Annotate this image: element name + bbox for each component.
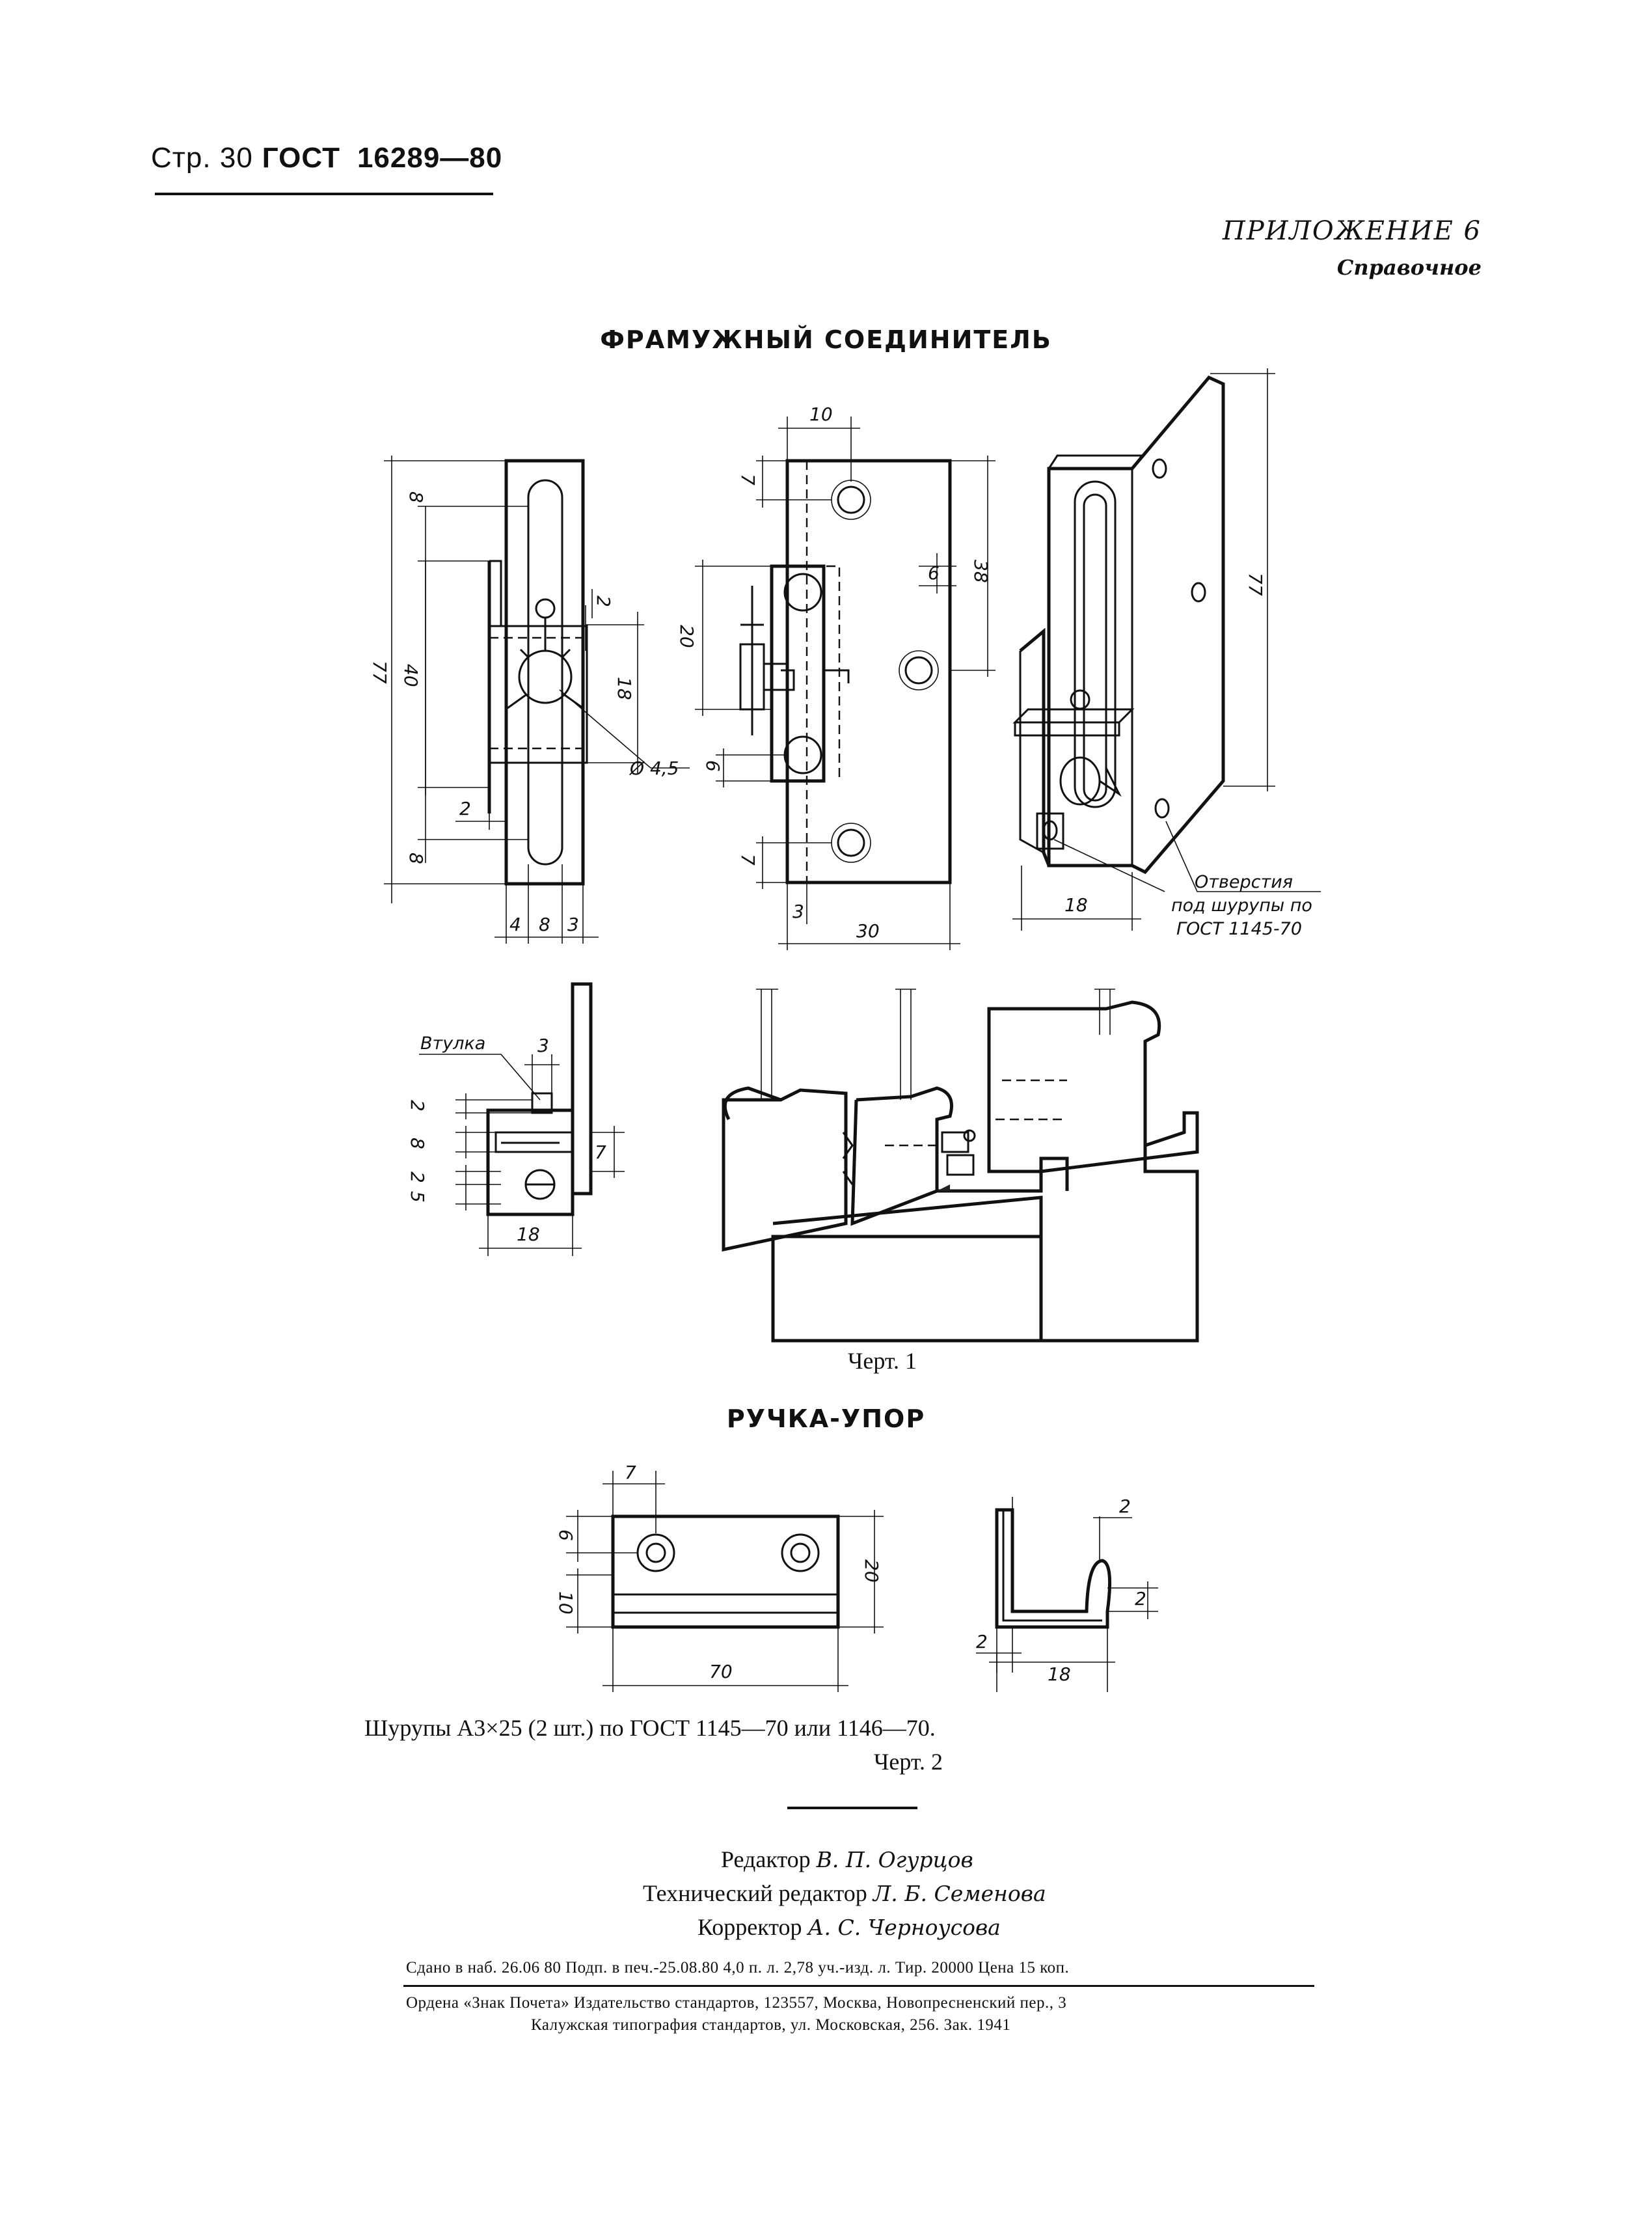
dim-handle-20: 20: [861, 1559, 882, 1583]
dim-handle-10: 10: [555, 1591, 576, 1615]
imprint-line3: Калужская типография стандартов, ул. Мос…: [531, 2016, 1011, 2034]
dim-handle-side-18: 18: [1048, 1663, 1071, 1685]
dim-handle-70: 70: [709, 1661, 733, 1682]
credits-divider: [787, 1807, 917, 1809]
dim-front-3: 3: [567, 914, 579, 935]
drawing-handle-stop: 7 6 10 20 70 2 2 2 18: [555, 1462, 1158, 1692]
credit-editor-name: В. П. Огурцов: [816, 1847, 973, 1872]
handle-side-view: 2 2 2 18: [976, 1496, 1158, 1692]
dim-iso-18: 18: [1064, 894, 1088, 916]
drawing-transom-connector: 8 40 77 2 18 Ø 4,5 2 8 4 8 3 10 7 6 38: [369, 368, 1321, 1343]
dim-detail-7: 7: [595, 1142, 606, 1163]
page-number: Стр. 30: [151, 142, 253, 174]
credit-tech-role: Технический редактор: [643, 1880, 867, 1906]
drawing1-caption: Черт. 1: [848, 1348, 917, 1374]
dim-side-30: 30: [856, 920, 880, 942]
dim-front-2: 2: [593, 595, 614, 607]
dim-detail-2b: 2: [407, 1171, 428, 1183]
credit-editor: Редактор В. П. Огурцов: [721, 1846, 973, 1873]
dim-front-18: 18: [614, 677, 635, 700]
dim-handle-7: 7: [625, 1462, 636, 1483]
front-view: 8 40 77 2 18 Ø 4,5 2 8 4 8 3: [369, 456, 690, 944]
dim-side-6-left: 6: [702, 760, 724, 772]
window-section-view: [722, 989, 1199, 1343]
standard-number: 16289—80: [357, 142, 503, 174]
dim-front-8-top: 8: [405, 491, 427, 503]
dim-front-dia: Ø 4,5: [629, 758, 679, 779]
dim-handle-side-2-left: 2: [976, 1631, 988, 1652]
dim-detail-2: 2: [407, 1100, 428, 1112]
credit-proofreader: Корректор А. С. Черноусова: [697, 1913, 1001, 1941]
holes-note-line1: Отверстия: [1195, 872, 1293, 892]
dim-front-8-bottom: 8: [405, 853, 427, 864]
dim-front-2-low: 2: [459, 798, 471, 819]
dim-front-77: 77: [369, 661, 390, 684]
screws-note: Шурупы А3×25 (2 шт.) по ГОСТ 1145—70 или…: [364, 1715, 936, 1741]
dim-detail-8: 8: [407, 1138, 428, 1149]
dim-front-8-width: 8: [539, 914, 550, 935]
standard-label: ГОСТ: [262, 142, 340, 174]
dim-side-10: 10: [809, 403, 833, 425]
handle-front-view: 7 6 10 20 70: [555, 1462, 884, 1692]
holes-note-line2: под шурупы по: [1171, 896, 1312, 916]
section2-title: РУЧКА-УПОР: [726, 1404, 926, 1433]
credit-proof-role: Корректор: [697, 1914, 802, 1940]
credit-tech-editor: Технический редактор Л. Б. Семенова: [643, 1880, 1046, 1907]
side-view: 10 7 6 38 20 6 7 3 30: [676, 403, 995, 950]
credit-tech-name: Л. Б. Семенова: [873, 1881, 1046, 1906]
isometric-view: 77 18 Отверстия под шурупы по ГОСТ 1145-…: [1012, 368, 1321, 939]
appendix-type: Справочное: [1336, 255, 1482, 280]
section1-title: ФРАМУЖНЫЙ СОЕДИНИТЕЛЬ: [600, 325, 1052, 354]
drawing2-caption: Черт. 2: [874, 1749, 943, 1775]
imprint-line1: Сдано в наб. 26.06 80 Подп. в печ.-25.08…: [406, 1959, 1070, 1976]
dim-detail-5: 5: [407, 1191, 428, 1203]
credit-proof-name: А. С. Черноусова: [807, 1915, 1001, 1940]
dim-handle-side-2-right: 2: [1135, 1588, 1146, 1609]
dim-front-4: 4: [509, 914, 521, 935]
dim-handle-side-2-top: 2: [1119, 1496, 1131, 1517]
credit-editor-role: Редактор: [721, 1846, 811, 1872]
dim-side-20: 20: [676, 625, 697, 648]
dim-side-7-bottom: 7: [737, 854, 759, 866]
dim-front-40: 40: [400, 664, 422, 687]
dim-side-7-top: 7: [737, 474, 759, 485]
imprint-line2: Ордена «Знак Почета» Издательство станда…: [406, 1994, 1067, 2012]
dim-side-38: 38: [970, 560, 992, 583]
dim-iso-77: 77: [1245, 573, 1266, 596]
header-underline: [155, 193, 493, 195]
dim-side-6-right: 6: [928, 562, 940, 584]
imprint-rule: [403, 1985, 1314, 1987]
page-header: Стр. 30 ГОСТ 16289—80: [151, 142, 502, 174]
dim-handle-6: 6: [555, 1529, 576, 1541]
bushing-label: Втулка: [420, 1033, 485, 1054]
bushing-detail-view: Втулка 3 2 8 2 5 7 18: [407, 982, 625, 1256]
appendix-block: ПРИЛОЖЕНИЕ 6 Справочное: [1223, 216, 1482, 280]
dim-side-3: 3: [792, 901, 804, 922]
holes-note-line3: ГОСТ 1145-70: [1176, 919, 1302, 939]
appendix-label: ПРИЛОЖЕНИЕ 6: [1222, 216, 1482, 246]
dim-detail-3: 3: [537, 1035, 549, 1056]
dim-detail-18: 18: [517, 1224, 540, 1245]
